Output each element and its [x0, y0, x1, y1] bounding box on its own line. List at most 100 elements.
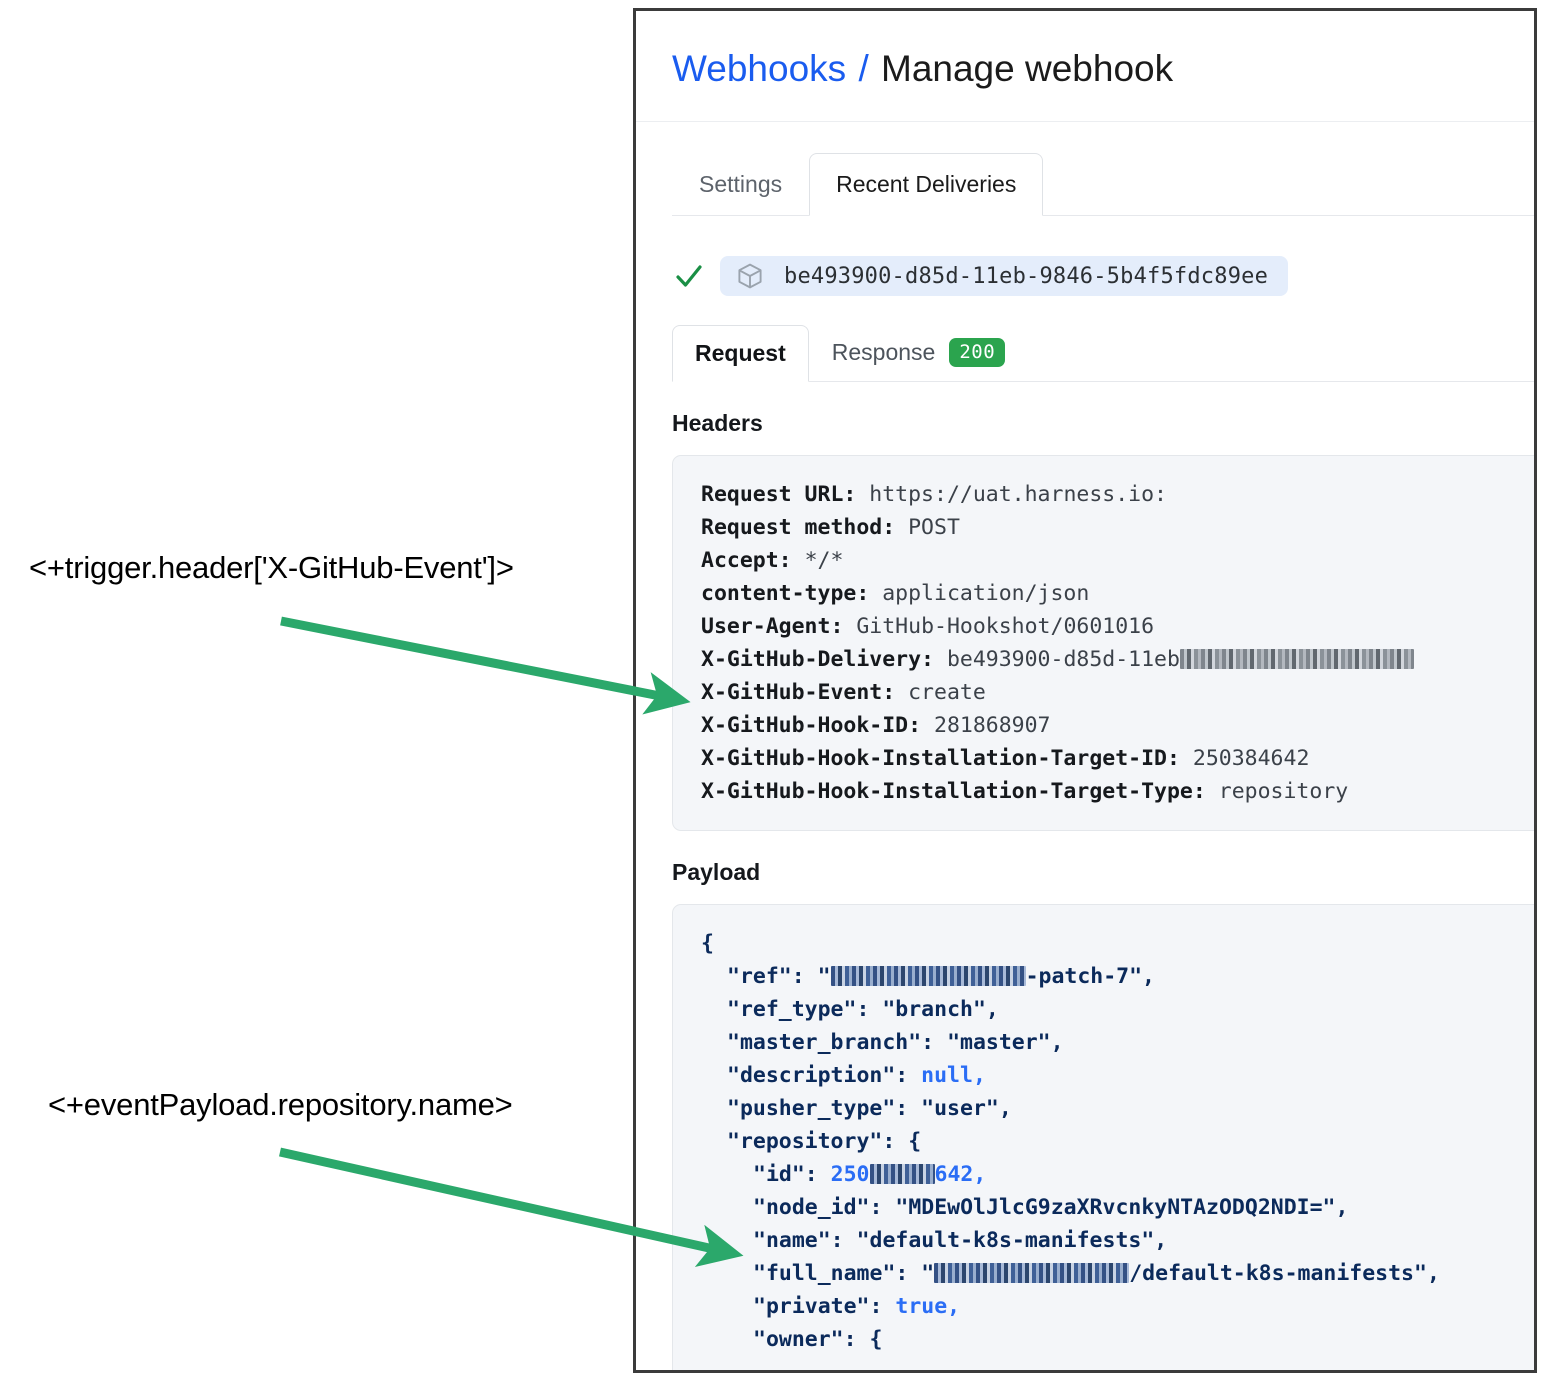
header-row: Request method: POST: [701, 511, 1534, 544]
status-badge: 200: [949, 337, 1006, 368]
payload-key: "pusher_type":: [727, 1096, 922, 1122]
payload-open-brace: {: [701, 931, 714, 957]
payload-value: null,: [921, 1063, 986, 1089]
header-key: X-GitHub-Hook-ID:: [701, 713, 934, 739]
payload-key: "full_name":: [753, 1261, 922, 1287]
headers-section-title: Headers: [672, 410, 763, 437]
header-value: 250384642: [1192, 746, 1310, 772]
header-row: content-type: application/json: [701, 577, 1534, 610]
payload-key: "private":: [753, 1294, 896, 1320]
delivery-detail-tabs: Request Response 200: [672, 320, 1534, 383]
payload-value-suffix: /default-k8s-manifests",: [1129, 1261, 1440, 1287]
header-row: X-GitHub-Hook-Installation-Target-ID: 25…: [701, 742, 1534, 775]
payload-panel: { "ref": " -patch-7", "ref_type": "branch",…: [672, 904, 1534, 1370]
redacted-text: [830, 966, 1026, 987]
header-value: https://uat.harness.io:: [869, 482, 1167, 508]
header-row: X-GitHub-Hook-ID: 281868907: [701, 709, 1534, 742]
payload-value: true,: [895, 1294, 961, 1320]
payload-key: "owner":: [753, 1327, 870, 1353]
payload-key: "node_id":: [753, 1195, 896, 1221]
header-row: X-GitHub-Hook-Installation-Target-Type: …: [701, 775, 1534, 808]
webhook-tabs: Settings Recent Deliveries: [672, 148, 1534, 217]
header-key: X-GitHub-Hook-Installation-Target-ID:: [701, 746, 1193, 772]
header-value: create: [908, 680, 986, 706]
payload-row: "private": true,: [701, 1290, 1534, 1323]
header-value: be493900-d85d-11eb: [947, 647, 1414, 672]
payload-value-suffix: -patch-7",: [1025, 964, 1156, 990]
payload-section-title: Payload: [672, 859, 761, 886]
breadcrumb-link-webhooks[interactable]: Webhooks: [672, 48, 847, 89]
payload-value: "default-k8s-manifests",: [856, 1228, 1168, 1254]
redacted-text: [1179, 649, 1414, 670]
payload-row: "ref": " -patch-7",: [701, 960, 1534, 993]
payload-value: "branch",: [882, 997, 999, 1023]
header-row: Request URL: https://uat.harness.io:: [701, 478, 1534, 511]
delivery-id-chip[interactable]: be493900-d85d-11eb-9846-5b4f5fdc89ee: [720, 256, 1289, 297]
payload-value: {: [908, 1129, 922, 1155]
tab-request-label: Request: [695, 339, 786, 366]
payload-key: "master_branch":: [727, 1030, 948, 1056]
payload-row: "id": 250 642,: [701, 1158, 1534, 1191]
payload-row: "description": null,: [701, 1059, 1534, 1092]
header-value: repository: [1218, 779, 1349, 805]
header-key: Accept:: [701, 548, 805, 574]
header-value: POST: [908, 515, 960, 541]
payload-key: "id":: [753, 1162, 831, 1188]
payload-value-prefix: ": [817, 964, 831, 990]
header-value: GitHub-Hookshot/0601016: [856, 614, 1155, 640]
payload-value: {: [869, 1327, 883, 1353]
delivery-row[interactable]: be493900-d85d-11eb-9846-5b4f5fdc89ee: [672, 256, 1534, 297]
payload-row: "pusher_type": "user",: [701, 1092, 1534, 1125]
headers-panel: Request URL: https://uat.harness.io:Requ…: [672, 455, 1534, 832]
payload-value-prefix: ": [921, 1261, 935, 1287]
header-key: X-GitHub-Hook-Installation-Target-Type:: [701, 779, 1219, 805]
payload-key: "ref":: [727, 964, 818, 990]
header-key: X-GitHub-Delivery:: [701, 647, 947, 673]
header-row: Accept: */*: [701, 544, 1534, 577]
payload-value-suffix: 642,: [934, 1162, 987, 1188]
payload-row: "name": "default-k8s-manifests",: [701, 1224, 1534, 1257]
check-icon: [672, 259, 706, 293]
payload-row: "ref_type": "branch",: [701, 993, 1534, 1026]
header-value: 281868907: [934, 713, 1051, 739]
breadcrumb: Webhooks / Manage webhook: [636, 11, 1534, 91]
payload-value: "user",: [921, 1096, 1012, 1122]
tab-recent-deliveries[interactable]: Recent Deliveries: [809, 152, 1044, 217]
header-value: application/json: [882, 581, 1090, 607]
header-key: Request method:: [701, 515, 909, 541]
redacted-text: [934, 1263, 1130, 1284]
payload-value: "MDEwOlJlcG9zaXRvcnkyNTAzODQ2NDI=",: [895, 1195, 1349, 1221]
webhook-card: Webhooks / Manage webhook Settings Recen…: [633, 8, 1537, 1373]
payload-row: "full_name": " /default-k8s-manifests",: [701, 1257, 1534, 1290]
tab-settings[interactable]: Settings: [699, 170, 783, 197]
annotation-label-trigger-header: <+trigger.header['X-GitHub-Event']>: [29, 550, 514, 585]
redacted-text: [869, 1164, 935, 1185]
annotation-arrow-1: [280, 616, 691, 715]
tab-response-label: Response: [831, 338, 936, 365]
page-title: Manage webhook: [881, 48, 1174, 89]
payload-row: "master_branch": "master",: [701, 1026, 1534, 1059]
payload-row: "repository": {: [701, 1125, 1534, 1158]
payload-key: "ref_type":: [727, 997, 883, 1023]
payload-value: "master",: [947, 1030, 1064, 1056]
breadcrumb-separator: /: [858, 48, 869, 89]
payload-key: "repository":: [727, 1129, 909, 1155]
cube-icon: [736, 262, 764, 290]
payload-key: "name":: [753, 1228, 857, 1254]
tabs-underline: [672, 215, 1534, 217]
payload-key: "description":: [727, 1063, 922, 1089]
header-key: User-Agent:: [701, 614, 857, 640]
header-value: */*: [804, 548, 844, 574]
inner-tabs-underline: [672, 381, 1534, 383]
header-key: content-type:: [701, 581, 883, 607]
delivery-id: be493900-d85d-11eb-9846-5b4f5fdc89ee: [784, 263, 1269, 289]
header-key: X-GitHub-Event:: [701, 680, 909, 706]
payload-row: "node_id": "MDEwOlJlcG9zaXRvcnkyNTAzODQ2…: [701, 1191, 1534, 1224]
payload-value-prefix: 250: [830, 1162, 870, 1188]
tab-response[interactable]: Response 200: [809, 323, 1028, 383]
header-row: User-Agent: GitHub-Hookshot/0601016: [701, 610, 1534, 643]
annotation-label-event-payload: <+eventPayload.repository.name>: [48, 1087, 513, 1122]
header-key: Request URL:: [701, 482, 870, 508]
payload-row: "owner": {: [701, 1323, 1534, 1356]
tab-request[interactable]: Request: [672, 324, 809, 383]
